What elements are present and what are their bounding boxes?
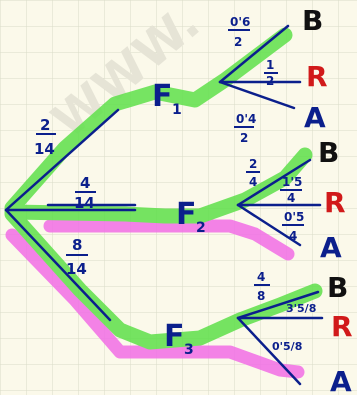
prob-f1-b-num: 0'6 [230, 15, 250, 29]
outcome-f2-a: A [320, 231, 342, 264]
outcome-f3-a: A [330, 365, 352, 395]
pink-path-f2-a [43, 219, 295, 261]
tree-branches [4, 24, 324, 386]
branch-f2-b [236, 158, 312, 207]
prob-f2-b-den: 4 [249, 175, 257, 189]
outcome-labels: B R A B R A B R A [302, 4, 353, 395]
node-f1-label: F [152, 79, 173, 114]
nodes: F 1 F 2 F 3 [152, 79, 206, 358]
prob-f1-num: 2 [40, 116, 50, 134]
branch-root-f3 [4, 208, 112, 322]
branch-f1-b [218, 24, 290, 84]
prob-f2-a-den: 4 [289, 229, 297, 243]
prob-f3-b-num: 4 [257, 270, 265, 284]
prob-f2-r-num: 1'5 [282, 175, 302, 189]
branch-f1-a [218, 80, 296, 110]
prob-f3-r: 3'5/8 [286, 302, 316, 315]
outcome-f2-b: B [318, 136, 339, 169]
prob-f1-a-num: 0'4 [236, 112, 256, 126]
node-f2-label: F [176, 197, 197, 232]
fraction-bars [36, 29, 304, 286]
prob-f2-b-num: 2 [249, 157, 257, 171]
node-f1-sub: 1 [172, 102, 182, 118]
prob-f1-r-num: 1 [266, 58, 274, 72]
prob-f3-b-den: 8 [257, 289, 265, 303]
branch-f3-a [236, 316, 302, 386]
node-f3-label: F [164, 319, 185, 354]
green-path-f1-b [4, 27, 293, 216]
prob-f1-den: 14 [34, 140, 55, 158]
second-stage-probabilities: 0'6 2 1 2 0'4 2 2 4 1'5 4 0'5 4 4 8 3'5/… [230, 15, 316, 353]
outcome-f2-r: R [324, 186, 346, 219]
prob-f3-num: 8 [72, 236, 82, 254]
green-path-f2-b [4, 147, 313, 224]
outcome-f3-b: B [327, 271, 348, 304]
node-f2-sub: 2 [196, 220, 206, 236]
prob-f3-den: 14 [66, 260, 87, 278]
prob-f1-b-den: 2 [234, 35, 242, 49]
branch-root-f1 [4, 108, 120, 212]
outcome-f1-a: A [304, 101, 326, 134]
prob-f2-a-num: 0'5 [284, 210, 304, 224]
prob-f2-den: 14 [74, 194, 95, 212]
pink-path-f3-a [5, 228, 305, 379]
outcome-f3-r: R [331, 310, 353, 343]
prob-f1-a-den: 2 [240, 131, 248, 145]
first-stage-probabilities: 2 14 4 14 8 14 [34, 116, 95, 278]
branch-f2-a [236, 203, 302, 247]
prob-f3-a: 0'5/8 [272, 340, 302, 353]
node-f3-sub: 3 [184, 342, 194, 358]
outcome-f1-b: B [302, 4, 323, 37]
prob-f2-num: 4 [80, 174, 90, 192]
prob-f2-r-den: 4 [287, 191, 295, 205]
prob-f1-r-den: 2 [266, 74, 274, 88]
outcome-f1-r: R [306, 60, 328, 93]
branch-f3-b [236, 290, 320, 320]
